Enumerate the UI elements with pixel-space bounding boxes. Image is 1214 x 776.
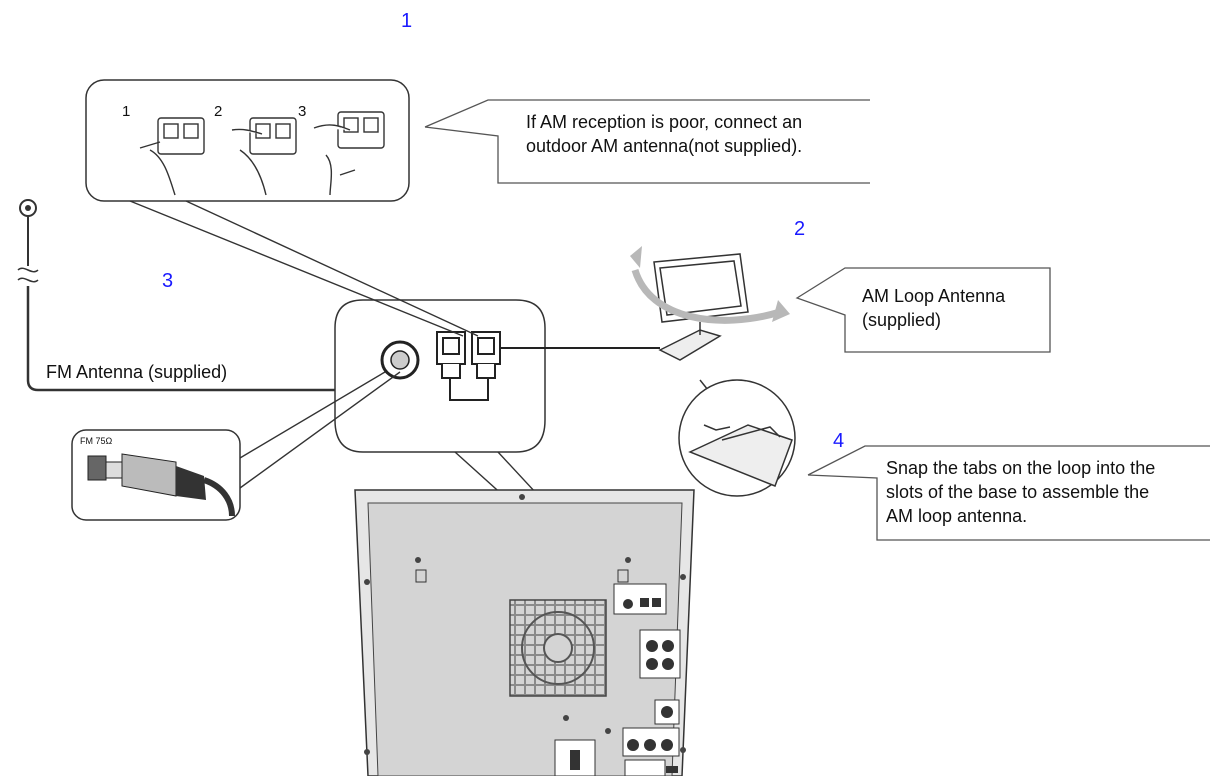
callout-am-outdoor-line2: outdoor AM antenna(not supplied). <box>526 136 803 156</box>
callout-snap-text: Snap the tabs on the loop into the slots… <box>886 456 1155 528</box>
callout-snap-line1: Snap the tabs on the loop into the <box>886 458 1156 478</box>
callout-snap-line2: slots of the base to assemble the <box>886 482 1150 502</box>
unit-rear-panel <box>354 489 695 776</box>
antenna-jack-panel <box>613 583 667 615</box>
callout-snap <box>807 445 1210 541</box>
callout-am-loop-line1: AM Loop Antenna <box>862 286 1006 306</box>
cooling-fan-icon <box>509 599 607 697</box>
callout-am-loop <box>795 267 1051 353</box>
fm-antenna-label: FM Antenna (supplied) <box>46 362 228 382</box>
callout-snap-line3: AM loop antenna. <box>886 506 1028 526</box>
inset-push-terminal <box>85 79 410 202</box>
am-loop-antenna-icon <box>653 253 749 361</box>
callout-am-outdoor <box>424 99 870 184</box>
inset-substep-1: 1 <box>122 103 131 120</box>
step-number-3: 3 <box>162 270 174 292</box>
loop-base-detail <box>678 379 796 497</box>
rotate-arrow-icon <box>630 246 790 324</box>
callout-am-outdoor-text: If AM reception is poor, connect an outd… <box>526 110 802 158</box>
step-number-2: 2 <box>794 218 806 240</box>
step-number-4: 4 <box>833 430 845 452</box>
callout-am-loop-line2: (supplied) <box>862 310 942 330</box>
step-number-1: 1 <box>401 10 413 32</box>
callout-am-loop-text: AM Loop Antenna (supplied) <box>862 284 1005 332</box>
am-terminal-icon <box>436 331 501 401</box>
fm-antenna-wire <box>17 199 395 392</box>
rear-terminal-inset <box>334 299 660 453</box>
push-terminal-icon <box>139 111 385 196</box>
audio-jack-panel <box>639 629 681 679</box>
fm-antenna-connector-icon <box>380 340 420 380</box>
callout-am-outdoor-line1: If AM reception is poor, connect an <box>526 112 803 132</box>
fm-terminal-label: FM 75Ω <box>80 436 113 446</box>
inset-substep-3: 3 <box>298 103 307 120</box>
video-out-panel <box>622 727 680 776</box>
coax-plug-icon <box>87 453 235 517</box>
inset-substep-2: 2 <box>214 103 223 120</box>
inset-fm-plug <box>71 429 241 521</box>
